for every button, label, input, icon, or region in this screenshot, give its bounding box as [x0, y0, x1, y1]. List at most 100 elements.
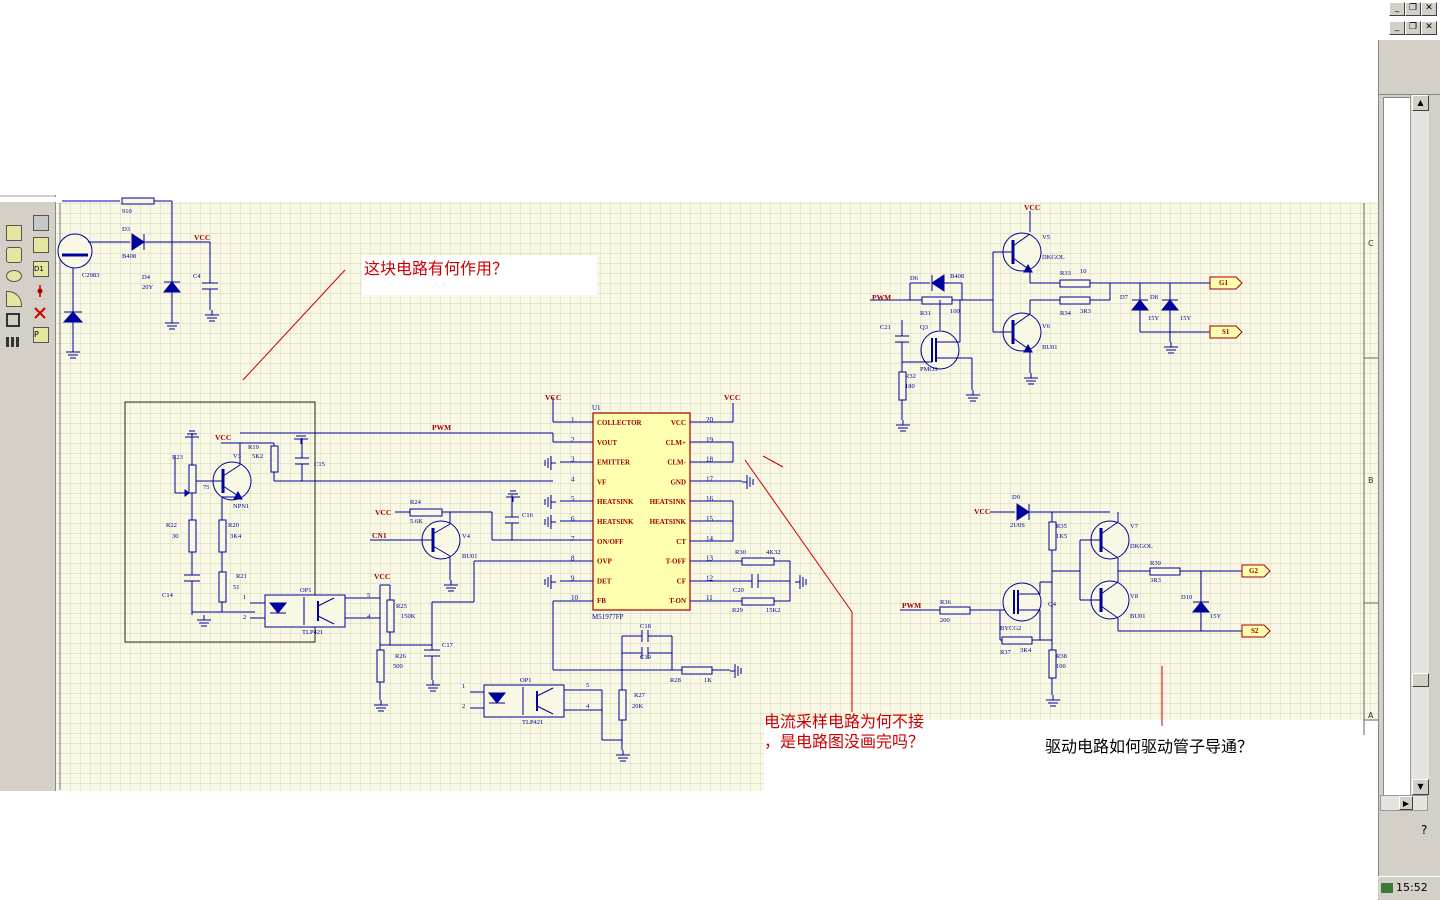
vertical-scrollbar[interactable]: ▲ ▼: [1410, 95, 1429, 795]
ic-pin-name-left-9: DET: [597, 577, 612, 585]
lbl-d4: D4: [142, 274, 151, 281]
vcc-label-2: VCC: [215, 433, 231, 442]
lbl-r26: R26: [395, 653, 407, 660]
ic-pin-name-left-3: EMITTER: [597, 459, 631, 467]
lbl-r20: R20: [228, 522, 239, 529]
lbl-d10v: 15Y: [1210, 613, 1222, 620]
lbl-r24: R24: [410, 499, 422, 506]
polygon-tool-icon[interactable]: [6, 313, 20, 327]
cn1-label: CN1: [372, 531, 387, 540]
s2-port: S2: [1251, 627, 1259, 635]
ic-pin-name-right-14: CT: [676, 538, 686, 546]
lbl-r28: R28: [670, 677, 681, 684]
lbl-r35v: 1K5: [1056, 533, 1067, 540]
clock-time: 15:52: [1396, 881, 1428, 894]
g2-port: G2: [1249, 567, 1258, 575]
vcc-label-8: VCC: [974, 507, 990, 516]
ic-pin-num-right-15: 15: [706, 515, 714, 523]
doc-minimize-button[interactable]: _: [1389, 21, 1405, 35]
ic-pin-num-left-6: 6: [571, 515, 575, 523]
lbl-r25v: 150K: [401, 613, 416, 620]
lbl-v7: V7: [1130, 523, 1139, 530]
lbl-r22: R22: [166, 522, 177, 529]
annotation-question-2: 电流采样电路为何不接 ，是电路图没画完吗？: [764, 712, 924, 752]
lbl-b408-b: B408: [950, 273, 964, 280]
ic-pin-name-right-11: T-ON: [669, 597, 686, 605]
annotation-question-3: 驱动电路如何驱动管子导通？: [1045, 737, 1254, 756]
scroll-down-button[interactable]: ▼: [1412, 779, 1429, 795]
panel-header: [1379, 68, 1440, 95]
noconnect-tool-icon[interactable]: [33, 305, 47, 319]
taskbar-clock: 15:52: [1378, 876, 1440, 899]
array-tool-icon[interactable]: [6, 337, 20, 347]
doc-close-button[interactable]: ✕: [1421, 21, 1437, 35]
ic-pin-num-left-10: 10: [571, 594, 579, 602]
vcc-label-6: VCC: [374, 572, 390, 581]
lbl-b408: B408: [122, 253, 136, 260]
horizontal-scrollbar[interactable]: ▶: [1380, 795, 1428, 811]
ic-pin-name-right-20: VCC: [671, 419, 686, 427]
lbl-r37: R37: [1000, 649, 1012, 656]
lbl-r34: R34: [1060, 310, 1072, 317]
lbl-c4: C4: [193, 273, 201, 280]
lbl-c18: C18: [640, 623, 651, 630]
lbl-d7: D7: [1120, 294, 1129, 301]
ic-pin-num-left-5: 5: [571, 495, 575, 503]
lbl-c20: C20: [733, 587, 744, 594]
component-tool-icon[interactable]: [33, 215, 49, 231]
lbl-r39v: 3R3: [1150, 577, 1161, 584]
lbl-pin2-a: 2: [243, 614, 246, 621]
scroll-up-button[interactable]: ▲: [1412, 95, 1429, 111]
port-tool-icon[interactable]: [33, 237, 49, 253]
ic-pin-num-right-16: 16: [706, 495, 714, 503]
drawing-toolbar: D1 P: [0, 195, 56, 791]
lbl-r26v: 500: [393, 663, 403, 670]
scroll-right-button[interactable]: ▶: [1399, 796, 1413, 810]
ic-pin-name-right-13: T-OFF: [666, 558, 686, 566]
lbl-r36: R36: [940, 599, 952, 606]
lbl-pin5-b: 5: [586, 682, 589, 689]
lbl-bu01-c: BU01: [1130, 613, 1146, 620]
lbl-910: 910: [122, 208, 132, 215]
ic-pin-name-right-16: HEATSINK: [650, 498, 687, 506]
lbl-r22v: 30: [172, 533, 179, 540]
rect-tool-icon[interactable]: [6, 225, 22, 241]
ic-pin-name-left-8: OVP: [597, 558, 613, 566]
minimize-button[interactable]: _: [1389, 2, 1405, 16]
power-port-tool-icon[interactable]: P: [33, 327, 49, 343]
lbl-d4v: 20Y: [142, 284, 154, 291]
doc-restore-button[interactable]: ❐: [1405, 21, 1421, 35]
ic-pin-name-left-6: HEATSINK: [597, 518, 634, 526]
help-icon[interactable]: ?: [1421, 823, 1428, 837]
ic-pin-name-right-19: CLM+: [666, 439, 686, 447]
scroll-thumb[interactable]: [1412, 673, 1429, 687]
lbl-d7v: 15Y: [1148, 315, 1160, 322]
lbl-dkgol-b: DKGOL: [1130, 543, 1153, 550]
netlabel-tool-icon[interactable]: D1: [33, 261, 49, 277]
g1-port: G1: [1219, 279, 1228, 287]
lbl-v5: V5: [1042, 234, 1050, 241]
lbl-r28v: 1K: [704, 677, 712, 684]
ic-pin-num-left-7: 7: [571, 535, 575, 543]
lbl-pin4-a: 4: [367, 613, 371, 620]
lbl-r38: R38: [1056, 653, 1067, 660]
vcc-label-7: VCC: [1024, 203, 1040, 212]
ic-pin-num-right-19: 19: [706, 436, 714, 444]
lbl-r35: R35: [1056, 523, 1067, 530]
lbl-r38v: 100: [1056, 663, 1066, 670]
junction-tool-icon[interactable]: [33, 283, 47, 297]
lbl-r31v: 100: [950, 308, 960, 315]
ic-pin-num-left-8: 8: [571, 555, 575, 563]
ic-pin-num-right-20: 20: [706, 416, 714, 424]
ic-pin-num-right-18: 18: [706, 456, 714, 464]
ellipse-tool-icon[interactable]: [6, 270, 22, 282]
lbl-pin4-b: 4: [586, 703, 590, 710]
lbl-r25: R25: [396, 603, 407, 610]
ic-pin-name-left-10: FB: [597, 597, 606, 605]
lbl-v3: V3: [233, 453, 241, 460]
close-button[interactable]: ✕: [1421, 2, 1437, 16]
roundrect-tool-icon[interactable]: [6, 247, 22, 263]
vcc-label-4: VCC: [724, 393, 740, 402]
restore-button[interactable]: ❐: [1405, 2, 1421, 16]
